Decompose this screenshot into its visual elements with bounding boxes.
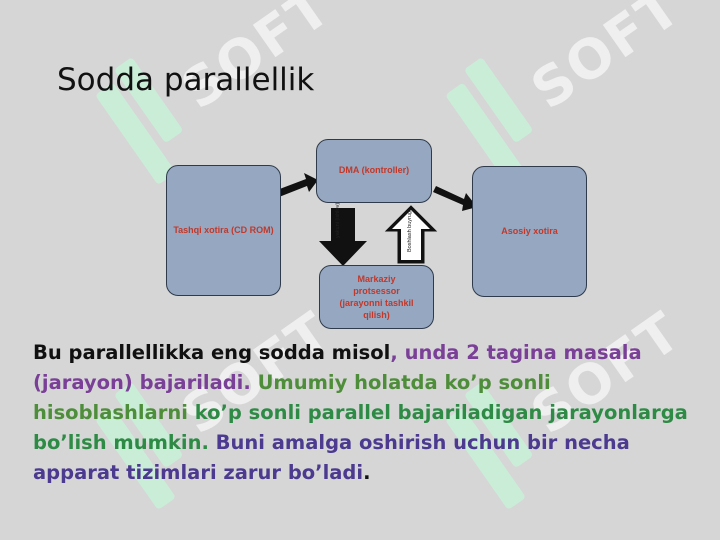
down-arrow-icon <box>319 208 367 266</box>
up-arrow-icon <box>384 205 438 264</box>
up-arrow-label: Boshlash buyrug'i <box>407 209 413 252</box>
cpu-label: Markaziy protsessor (jarayonni tashkil q… <box>339 273 414 321</box>
main-memory-label: Asosiy xotira <box>501 226 558 237</box>
external-memory-box: Tashqi xotira (CD ROM) <box>166 165 281 296</box>
body-segment: ko’p sonli parallel bajariladigan jarayo… <box>33 401 688 454</box>
dma-label: DMA (kontroller) <box>338 165 410 175</box>
dma-box: DMA (kontroller) <box>316 139 432 203</box>
body-paragraph: Bu parallellikka eng sodda misol, unda 2… <box>33 338 693 488</box>
arrow-to-main-memory-icon <box>433 186 477 211</box>
down-arrow-label: yakuni (ishlov) <box>335 203 341 238</box>
body-segment: . <box>363 461 371 484</box>
body-segment: Umumiy holatda ko’p sonli hisoblashlarni <box>33 371 551 424</box>
body-segment: , unda 2 tagina masala (jarayon) bajaril… <box>33 341 642 394</box>
slide-title: Sodda parallellik <box>57 62 315 98</box>
body-segment: Bu parallellikka eng sodda misol <box>33 341 391 364</box>
arrow-to-dma-icon <box>277 173 318 197</box>
body-segment: Buni amalga oshirish uchun bir necha app… <box>33 431 630 484</box>
external-memory-label: Tashqi xotira (CD ROM) <box>173 225 274 236</box>
cpu-box: Markaziy protsessor (jarayonni tashkil q… <box>319 265 434 329</box>
main-memory-box: Asosiy xotira <box>472 166 587 297</box>
